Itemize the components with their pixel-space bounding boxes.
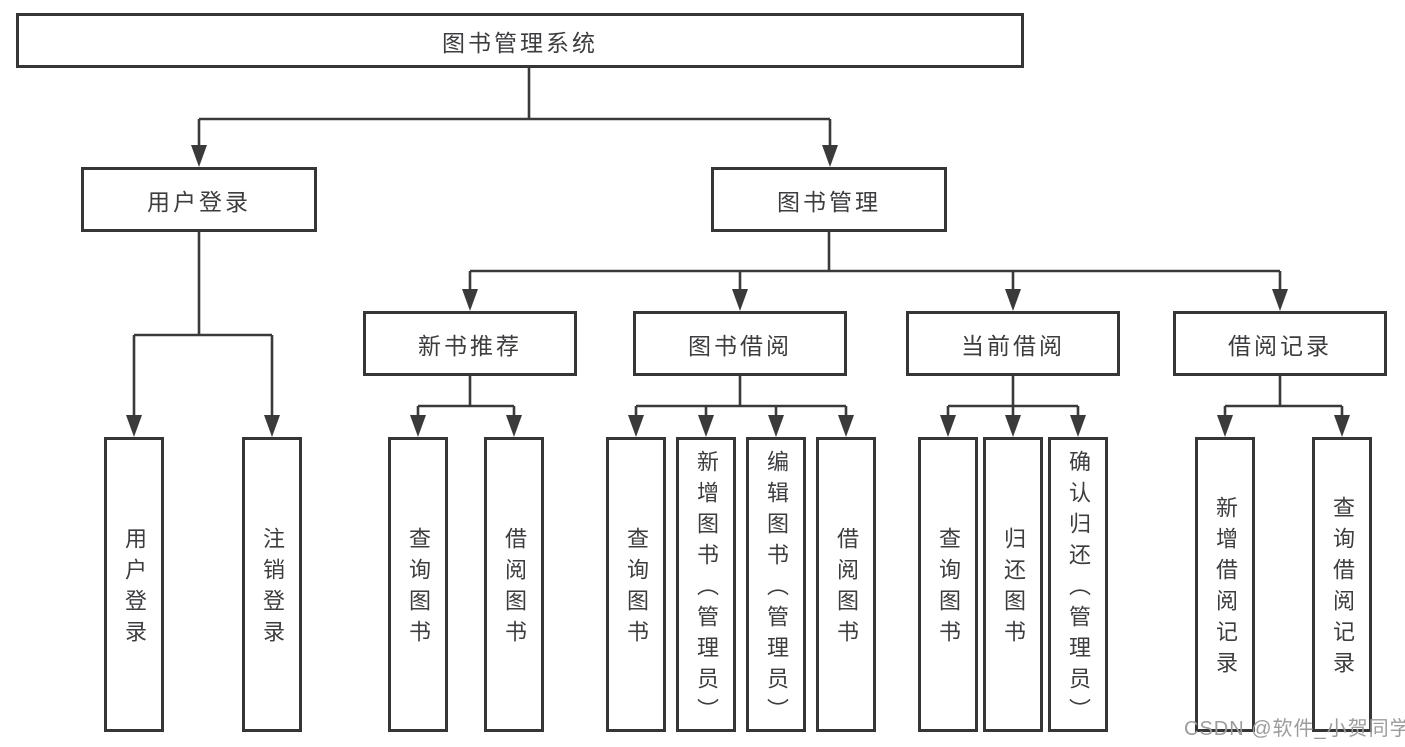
node-label: 注销登录 xyxy=(260,527,285,651)
arrowhead xyxy=(410,415,426,437)
arrowhead xyxy=(1070,415,1086,437)
arrowhead xyxy=(628,415,644,437)
leaf-query-books-1: 查询图书 xyxy=(388,437,448,732)
node-borrow-records: 借阅记录 xyxy=(1173,311,1387,376)
node-label: 图书管理 xyxy=(777,188,881,215)
arrowhead xyxy=(506,415,522,437)
leaf-user-login: 用户登录 xyxy=(104,437,164,732)
leaf-add-books-admin: 新增图书（管理员） xyxy=(676,437,736,732)
leaf-logout: 注销登录 xyxy=(242,437,302,732)
node-current-borrow: 当前借阅 xyxy=(906,311,1120,376)
node-label: 图书管理系统 xyxy=(442,29,598,56)
node-label: 编辑图书（管理员） xyxy=(764,449,789,729)
connector-new-books xyxy=(410,376,522,437)
connector-records xyxy=(1217,376,1350,437)
connector-root xyxy=(191,68,838,167)
node-label: 图书借阅 xyxy=(688,332,792,359)
leaf-return-books: 归还图书 xyxy=(983,437,1043,732)
node-label: 查询图书 xyxy=(624,527,649,651)
arrowhead xyxy=(1334,415,1350,437)
node-label: 用户登录 xyxy=(147,188,251,215)
arrowhead xyxy=(732,289,748,311)
node-label: 新增图书（管理员） xyxy=(694,449,719,729)
arrowhead xyxy=(822,145,838,167)
arrowhead xyxy=(768,415,784,437)
leaf-confirm-return-admin: 确认归还（管理员） xyxy=(1048,437,1108,732)
node-label: 查询借阅记录 xyxy=(1330,496,1355,682)
node-label: 借阅图书 xyxy=(834,527,859,651)
leaf-query-books-2: 查询图书 xyxy=(606,437,666,732)
leaf-query-borrow-record: 查询借阅记录 xyxy=(1312,437,1372,732)
node-label: 借阅图书 xyxy=(502,527,527,651)
connector-borrow xyxy=(628,376,854,437)
leaf-borrow-books-2: 借阅图书 xyxy=(816,437,876,732)
node-book-mgmt: 图书管理 xyxy=(711,167,947,232)
node-label: 归还图书 xyxy=(1001,527,1026,651)
arrowhead xyxy=(940,415,956,437)
connector-current xyxy=(940,376,1086,437)
leaf-add-borrow-record: 新增借阅记录 xyxy=(1195,437,1255,732)
connector-login xyxy=(126,232,280,437)
node-book-borrow: 图书借阅 xyxy=(633,311,847,376)
arrowhead xyxy=(1272,289,1288,311)
node-label: 新增借阅记录 xyxy=(1213,496,1238,682)
node-label: 确认归还（管理员） xyxy=(1066,449,1091,729)
arrowhead xyxy=(126,415,142,437)
leaf-query-books-3: 查询图书 xyxy=(918,437,978,732)
node-root: 图书管理系统 xyxy=(16,13,1024,68)
arrowhead xyxy=(698,415,714,437)
leaf-borrow-books-1: 借阅图书 xyxy=(484,437,544,732)
arrowhead xyxy=(1005,415,1021,437)
node-label: 查询图书 xyxy=(406,527,431,651)
node-new-books: 新书推荐 xyxy=(363,311,577,376)
arrowhead xyxy=(838,415,854,437)
arrowhead xyxy=(191,145,207,167)
connector-mgmt xyxy=(462,232,1288,311)
arrowhead xyxy=(1005,289,1021,311)
watermark: CSDN @软件_小贺同学 xyxy=(1184,718,1405,740)
arrowhead xyxy=(1217,415,1233,437)
node-label: 当前借阅 xyxy=(961,332,1065,359)
arrowhead xyxy=(462,289,478,311)
node-label: 查询图书 xyxy=(936,527,961,651)
node-label: 借阅记录 xyxy=(1228,332,1332,359)
node-user-login: 用户登录 xyxy=(81,167,317,232)
node-label: 新书推荐 xyxy=(418,332,522,359)
leaf-edit-books-admin: 编辑图书（管理员） xyxy=(746,437,806,732)
node-label: 用户登录 xyxy=(122,527,147,651)
arrowhead xyxy=(264,415,280,437)
